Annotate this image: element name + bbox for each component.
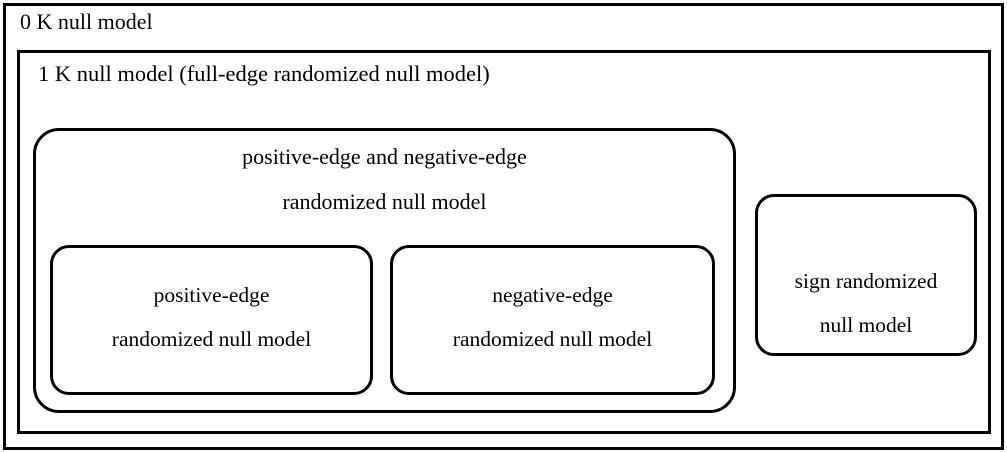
box-1k-null-model-label: 1 K null model (full-edge randomized nul… (38, 61, 490, 86)
box-sign-randomized-null-model (755, 194, 977, 356)
positive-label-line-1: positive-edge (153, 283, 270, 307)
sign-label-line-1: sign randomized (794, 269, 938, 293)
box-negative-edge-randomized-null-model (390, 245, 715, 395)
box-1k-null-model (17, 50, 991, 434)
sign-label-line-2: null model (819, 313, 913, 337)
box-0k-null-model-label: 0 K null model (20, 9, 153, 34)
box-positive-and-negative-edge-randomized-null-model (33, 128, 736, 413)
box-0k-null-model (3, 3, 1004, 450)
box-positive-and-negative-edge-label: positive-edge and negative-edge randomiz… (33, 144, 736, 215)
negative-label-line-2: randomized null model (452, 327, 653, 351)
box-negative-edge-label: negative-edge randomized null model (385, 283, 720, 352)
posneg-label-line-2: randomized null model (282, 189, 487, 214)
box-positive-edge-randomized-null-model (50, 245, 373, 395)
box-sign-randomized-label: sign randomized null model (751, 269, 981, 338)
positive-label-line-2: randomized null model (111, 327, 312, 351)
negative-label-line-1: negative-edge (492, 283, 613, 307)
box-positive-edge-label: positive-edge randomized null model (45, 283, 378, 352)
posneg-label-line-1: positive-edge and negative-edge (242, 144, 527, 169)
